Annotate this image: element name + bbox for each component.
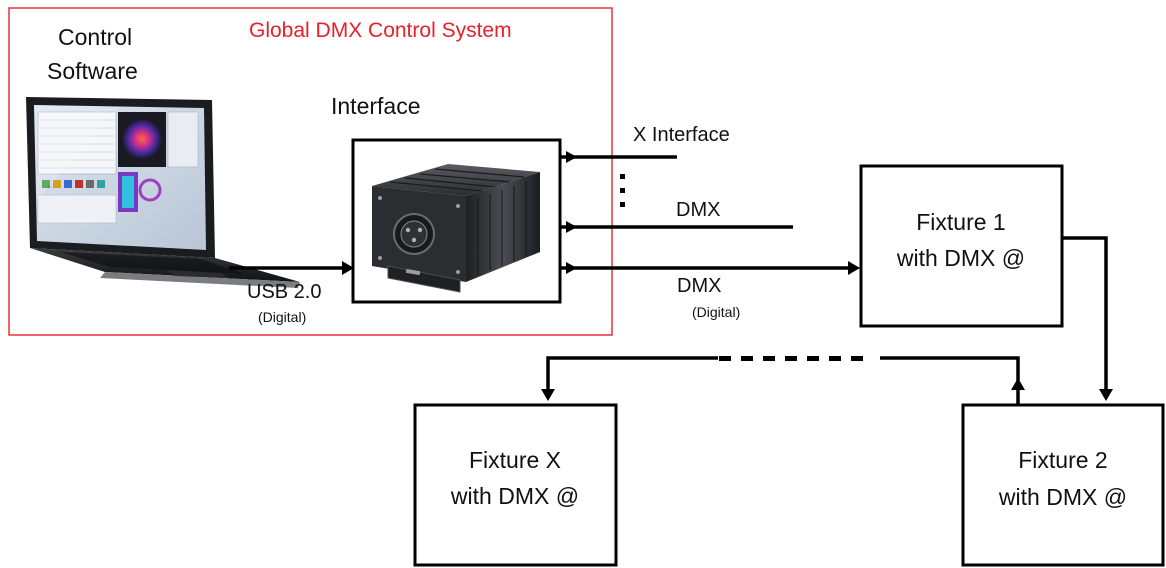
- dmx-middle-arrowhead: [566, 221, 577, 233]
- laptop-icon: [26, 97, 300, 288]
- fixture1-to-fixture2-line: [1062, 236, 1108, 392]
- chain-left-segment: [546, 356, 718, 392]
- fixture-x-line1: Fixture X: [469, 447, 561, 473]
- dmx-bottom-sub-label: (Digital): [692, 304, 740, 320]
- fixture-x-arrowhead: [541, 389, 555, 401]
- fixture-x-line2: with DMX @: [450, 483, 579, 509]
- fixture-2-line2: with DMX @: [998, 484, 1127, 510]
- dmx-interface-box-icon: [372, 164, 540, 293]
- x-interface-arrowhead: [566, 151, 577, 163]
- fixture1-to-fixture2-arrowhead: [1099, 389, 1113, 401]
- dmx-middle-label: DMX: [676, 199, 720, 221]
- usb-arrowhead: [342, 261, 354, 275]
- fixture-1-box: [859, 164, 1064, 328]
- fixture-2-box: [961, 403, 1165, 567]
- fixture-1-line2: with DMX @: [896, 245, 1025, 271]
- global-system-border: [8, 7, 613, 336]
- fixture-1-line1: Fixture 1: [916, 209, 1005, 235]
- system-title: Global DMX Control System: [249, 19, 512, 42]
- fixture2-chain-right-segment: [880, 356, 1020, 405]
- interface-label: Interface: [331, 93, 421, 119]
- x-interface-label: X Interface: [633, 124, 730, 146]
- control-software-label-line1: Control: [58, 24, 132, 50]
- dmx-bottom-end-arrowhead: [848, 261, 860, 275]
- chain-continuation-dots: [719, 356, 863, 361]
- control-software-label-line2: Software: [47, 58, 138, 84]
- dmx-bottom-start-arrowhead: [566, 262, 577, 274]
- usb-sub-label: (Digital): [258, 309, 306, 325]
- fixture2-chain-up-arrowhead: [1011, 378, 1025, 390]
- usb-label: USB 2.0: [247, 281, 321, 303]
- fixture-x-box: [413, 403, 618, 567]
- dmx-bottom-label: DMX: [677, 275, 721, 297]
- fixture-2-line1: Fixture 2: [1018, 447, 1107, 473]
- output-continuation-dots: [620, 174, 625, 207]
